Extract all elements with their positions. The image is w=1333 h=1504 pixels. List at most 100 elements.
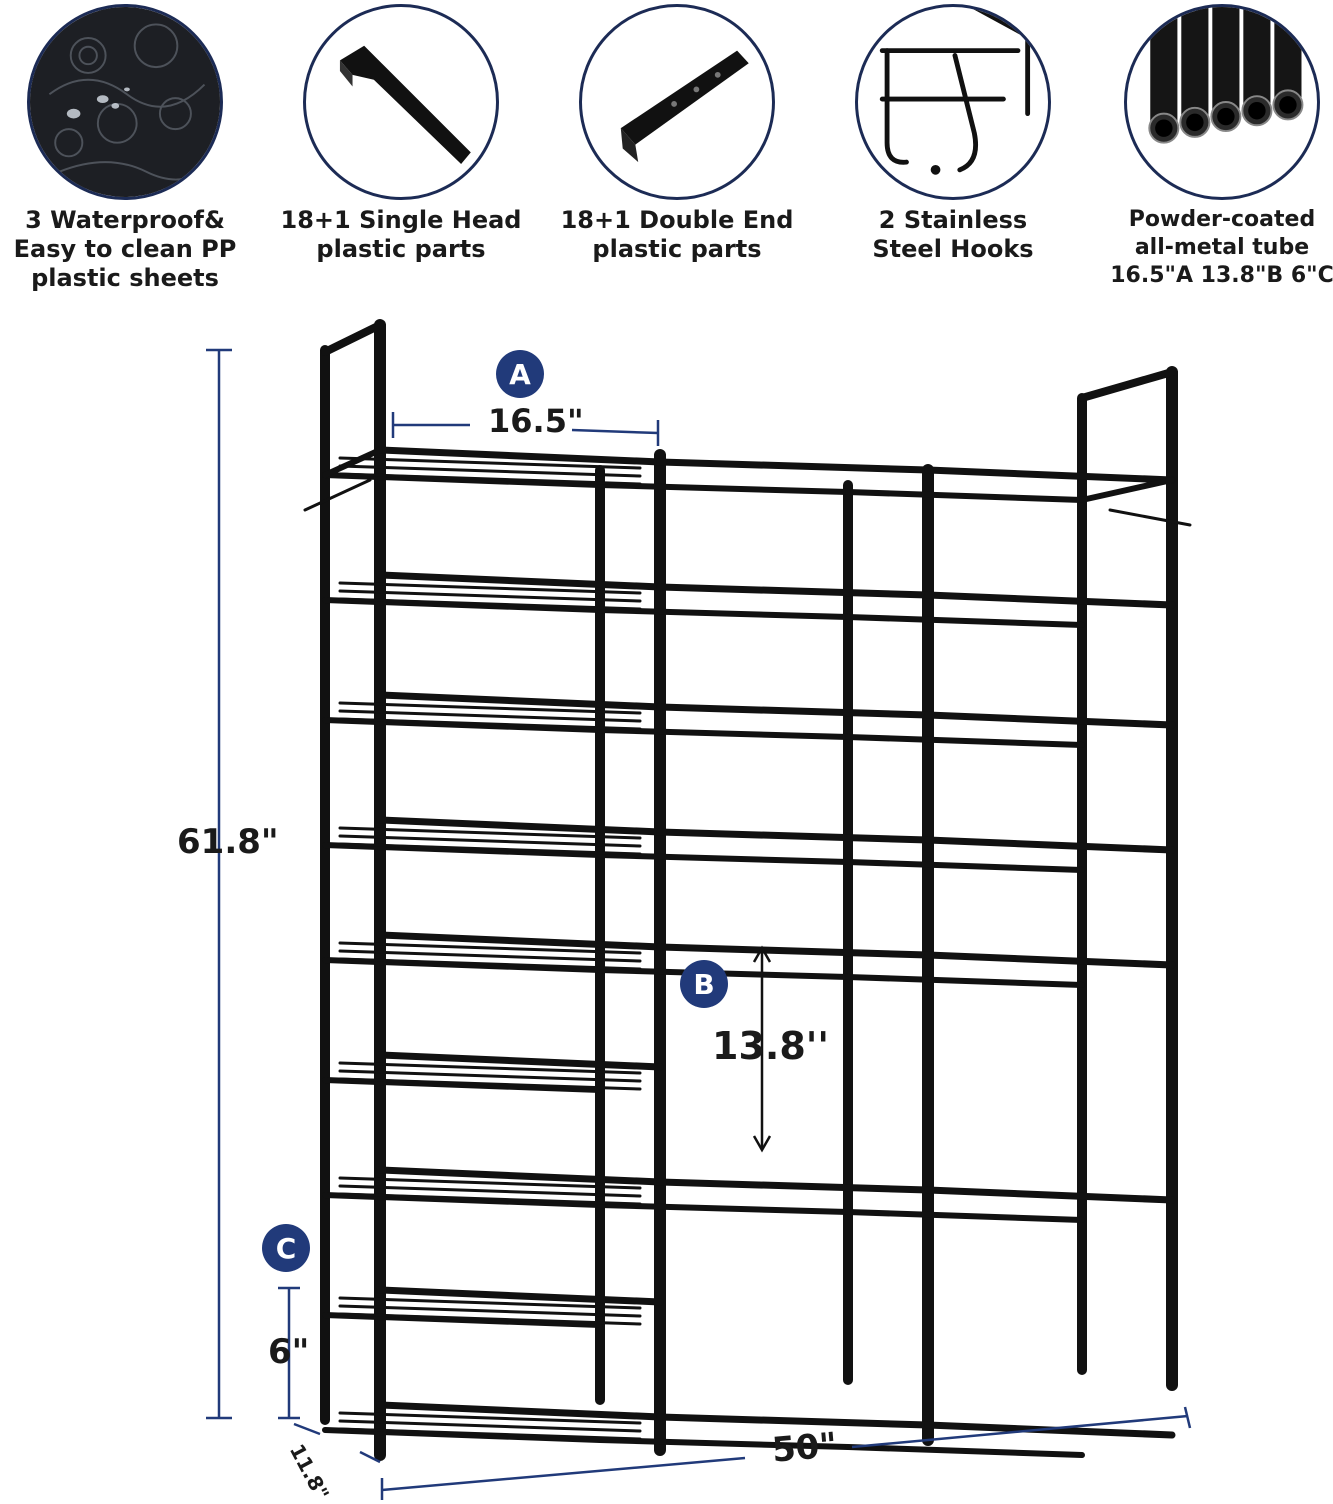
shelf-slat: [338, 1419, 642, 1433]
feature-single-head-parts: 18+1 Single Head plastic parts: [276, 0, 526, 300]
shelf-slat: [338, 1077, 642, 1091]
side-bar: [322, 447, 383, 478]
feature-metal-tube: Powder-coated all-metal tube 16.5"A 13.8…: [1097, 0, 1333, 300]
feature-double-end-parts: 18+1 Double End plastic parts: [552, 0, 802, 300]
shelf-bar: [376, 931, 664, 951]
shelf-bar: [322, 472, 603, 488]
badge-a: A: [496, 350, 544, 398]
shelf-bar: [376, 1401, 664, 1421]
shelf-bar: [656, 458, 932, 474]
shelf-bar: [322, 1077, 603, 1093]
rack-handle: [1078, 368, 1176, 402]
shelf-bar: [376, 1286, 664, 1306]
shelf-gap-label: 13.8'': [712, 1024, 830, 1068]
shelf-bar: [924, 711, 1176, 729]
shelf-bar: [597, 1202, 851, 1215]
shelf-slat: [338, 1184, 642, 1198]
tube-hole: [1186, 113, 1204, 132]
shelf-bar: [845, 859, 1085, 873]
shelf-bar: [845, 1209, 1085, 1223]
feature-label: Powder-coated all-metal tube 16.5"A 13.8…: [1110, 207, 1333, 288]
tube-body: [1150, 11, 1178, 129]
shelf-slat: [338, 709, 642, 723]
metal-tube-icon: [1124, 4, 1320, 200]
tube-body: [1212, 7, 1240, 117]
badge-b: B: [680, 960, 728, 1008]
shelf-slat: [338, 842, 642, 856]
steel-hook-icon: [855, 4, 1051, 200]
shelf-slat: [338, 957, 642, 971]
shelf-bar: [322, 1192, 603, 1208]
shelf-bar: [845, 974, 1085, 988]
shelf-width-label: 16.5": [488, 402, 584, 440]
shelf-bar: [597, 727, 851, 740]
shelf-bar: [924, 1186, 1176, 1204]
shelf-slat: [338, 834, 642, 848]
tube-body: [1243, 7, 1271, 111]
shelf-bar: [845, 1444, 1085, 1458]
feature-waterproof-sheets: 3 Waterproof& Easy to clean PP plastic s…: [0, 0, 250, 300]
shelf-bar: [845, 614, 1085, 628]
shelf-bar: [597, 607, 851, 620]
shelf-bar: [322, 842, 603, 858]
shelf-bar: [924, 466, 1176, 484]
shelf-slat: [338, 1069, 642, 1083]
bottom-gap-label: 6": [268, 1332, 310, 1372]
shelf-bar: [322, 717, 603, 733]
shelf-bar: [376, 446, 664, 466]
shelf-slat: [338, 1192, 642, 1206]
shelf-bar: [924, 591, 1176, 609]
shelf-slat: [338, 701, 642, 715]
shelf-slat: [338, 1312, 642, 1326]
badge-c: C: [262, 1224, 310, 1272]
shelf-slat: [338, 464, 642, 478]
shelf-bar: [322, 597, 603, 613]
shelf-bar: [656, 1178, 932, 1194]
shelf-bar: [376, 816, 664, 836]
feature-steel-hooks: 2 Stainless Steel Hooks: [828, 0, 1078, 300]
shelf-slat: [338, 456, 642, 470]
waterproof-sheet-icon: [27, 4, 223, 200]
shelf-slat: [338, 941, 642, 955]
shelf-bar: [924, 951, 1176, 969]
shelf-slat: [338, 826, 642, 840]
shelf-slat: [338, 1061, 642, 1075]
tube-hole: [1248, 102, 1266, 120]
shelf-bar: [656, 1413, 932, 1429]
feature-label: 2 Stainless Steel Hooks: [872, 206, 1034, 263]
shelf-slat: [338, 597, 642, 611]
shelf-bar: [376, 571, 664, 591]
total-width-dimension-line: [381, 1456, 746, 1492]
shoe-rack-diagram: [206, 319, 1192, 1500]
shelf-bar: [322, 1312, 603, 1328]
shelf-bar: [322, 957, 603, 973]
tube-hole: [1155, 119, 1173, 137]
shelf-bar: [656, 583, 932, 599]
shelf-slat: [338, 589, 642, 603]
tube-hole: [1217, 107, 1235, 126]
shelf-bar: [924, 836, 1176, 854]
shelf-slat: [338, 949, 642, 963]
feature-label: 3 Waterproof& Easy to clean PP plastic s…: [13, 206, 237, 292]
height-label: 61.8": [177, 822, 279, 862]
shelf-slat: [338, 1176, 642, 1190]
shelf-bar: [376, 1051, 664, 1071]
single-head-connector-icon: [303, 4, 499, 200]
shelf-slat: [338, 581, 642, 595]
tube-hole: [1279, 96, 1297, 114]
double-end-connector-icon: [579, 4, 775, 200]
side-hook: [1108, 508, 1192, 527]
shelf-slat: [338, 1296, 642, 1310]
feature-label: 18+1 Double End plastic parts: [560, 206, 794, 263]
shelf-bar: [845, 734, 1085, 748]
shelf-bar: [597, 482, 851, 495]
tube-body: [1181, 7, 1209, 123]
rack-handle: [321, 321, 384, 356]
feature-label: 18+1 Single Head plastic parts: [280, 206, 522, 263]
total-width-label: 50": [770, 1425, 839, 1471]
shelf-bar: [597, 852, 851, 865]
shelf-bar: [376, 691, 664, 711]
shelf-slat: [338, 717, 642, 731]
shelf-bar: [322, 1427, 603, 1443]
shelf-slat: [338, 472, 642, 486]
